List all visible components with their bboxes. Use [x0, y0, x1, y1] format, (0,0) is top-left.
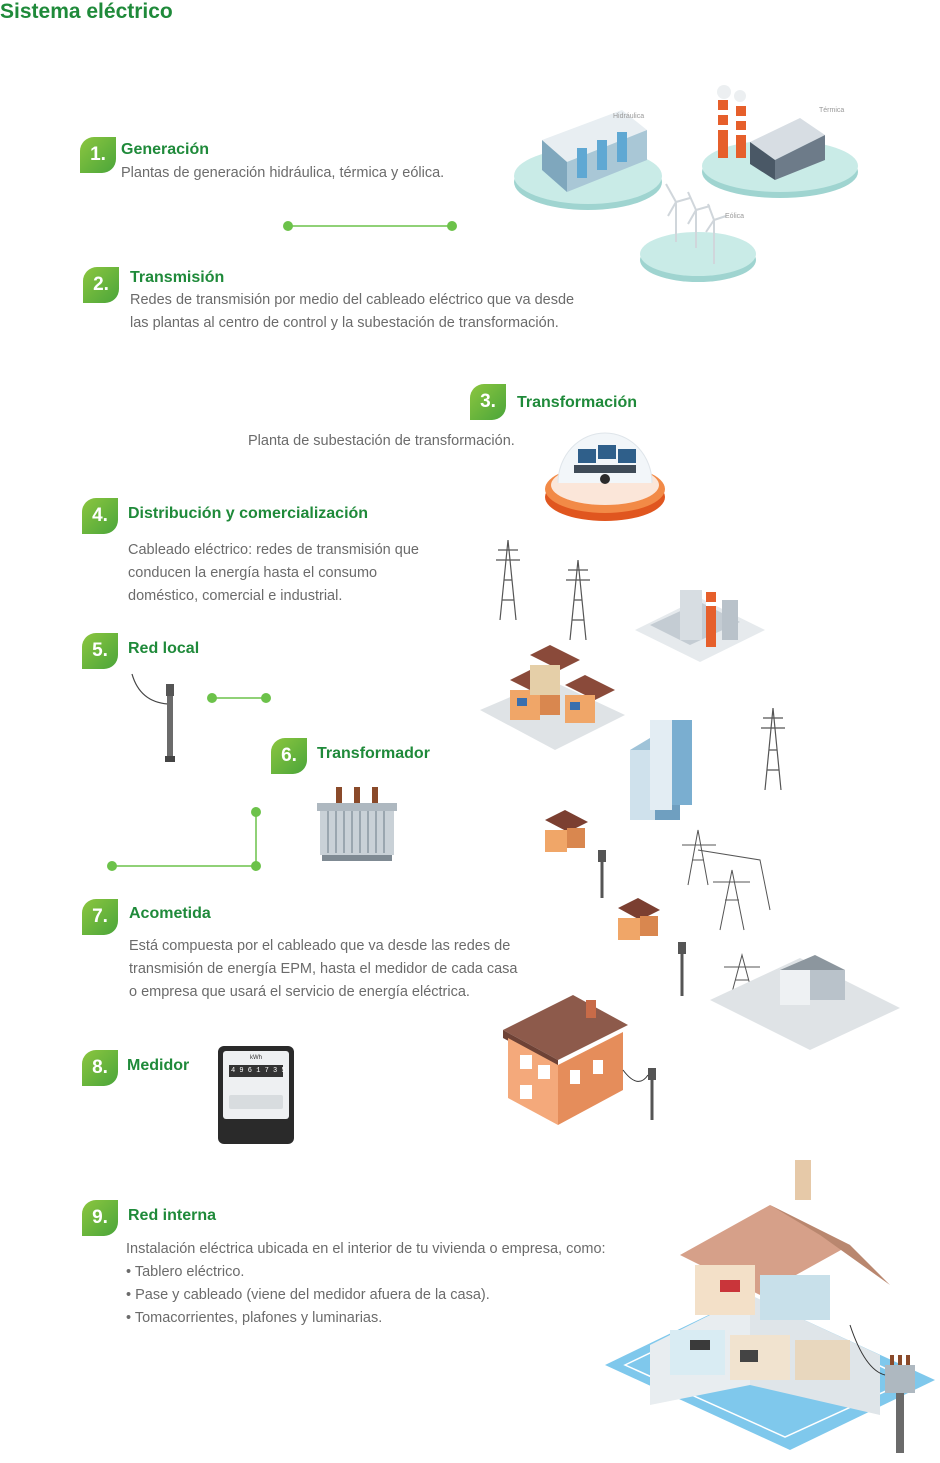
page-title: Sistema eléctrico [0, 0, 173, 23]
step-5-title: Red local [128, 640, 200, 657]
step-9-line: • Tomacorrientes, plafones y luminarias. [126, 1310, 383, 1326]
step-3-line: Planta de subestación de transformación. [248, 433, 515, 449]
step-4-line: doméstico, comercial e industrial. [128, 588, 343, 604]
connector-line-elbow [107, 807, 261, 871]
step-5-badge: 5. [82, 633, 118, 669]
meter-body-icon [218, 1046, 294, 1144]
distribution-scene-illustration [480, 539, 900, 1050]
step-9-line: Instalación eléctrica ubicada en el inte… [126, 1241, 606, 1257]
thermal-plant-illustration [702, 85, 858, 198]
step-7-title: Acometida [129, 905, 211, 922]
step-2-line: Redes de transmisión por medio del cable… [130, 292, 575, 308]
step-8-title: Medidor [127, 1057, 190, 1074]
step-7-line: o empresa que usará el servicio de energ… [129, 984, 470, 1000]
step-8-badge: 8. [82, 1050, 118, 1086]
step-9-line: • Tablero eléctrico. [126, 1264, 245, 1280]
step-3-text: Planta de subestación de transformación. [248, 430, 515, 453]
step-7-badge: 7. [82, 899, 118, 935]
step-7-text: Está compuesta por el cableado que va de… [129, 935, 518, 1004]
cutaway-house-illustration [605, 1160, 935, 1453]
meter-unit: kWh [250, 1055, 262, 1061]
wind-label: Eólica [725, 213, 745, 220]
control-center-illustration [545, 432, 665, 521]
step-6-badge: 6. [271, 738, 307, 774]
step-9-text: Instalación eléctrica ubicada en el inte… [126, 1238, 606, 1330]
step-2-text: Redes de transmisión por medio del cable… [130, 289, 574, 335]
step-1-title: Generación [121, 141, 210, 158]
step-7-line: transmisión de energía EPM, hasta el med… [129, 961, 518, 977]
energy-meter: kWh 4 9 6 1 7 3 5 [217, 1045, 295, 1145]
step-3-title: Transformación [517, 394, 638, 411]
wind-farm-illustration [640, 183, 756, 282]
step-2-badge: 2. [83, 267, 119, 303]
hydro-label: Hidráulica [613, 113, 645, 120]
step-4-line: conducen la energía hasta el consumo [128, 565, 378, 581]
step-4-line: Cableado eléctrico: redes de transmisión… [128, 542, 419, 558]
step-1-text: Plantas de generación hidráulica, térmic… [121, 162, 444, 185]
house-illustration [503, 995, 656, 1125]
step-9-line: • Pase y cableado (viene del medidor afu… [126, 1287, 490, 1303]
connector-line [207, 693, 271, 703]
thermal-label: Térmica [819, 107, 845, 114]
step-4-text: Cableado eléctrico: redes de transmisión… [128, 539, 419, 608]
connector-line [283, 221, 457, 231]
step-4-title: Distribución y comercialización [128, 505, 369, 522]
step-2-title: Transmisión [130, 269, 225, 286]
transformer-illustration [317, 787, 397, 861]
step-7-line: Está compuesta por el cableado que va de… [129, 938, 511, 954]
utility-pole-illustration [131, 673, 175, 762]
step-9-badge: 9. [82, 1200, 118, 1236]
hydro-plant-illustration [514, 110, 662, 210]
step-3-badge: 3. [470, 384, 506, 420]
step-6-title: Transformador [317, 745, 430, 762]
step-1-badge: 1. [80, 137, 116, 173]
step-2-line: las plantas al centro de control y la su… [130, 315, 559, 331]
step-9-title: Red interna [128, 1207, 217, 1224]
step-4-badge: 4. [82, 498, 118, 534]
meter-reading: 4 9 6 1 7 3 5 [231, 1067, 286, 1075]
step-1-line: Plantas de generación hidráulica, térmic… [121, 165, 445, 181]
